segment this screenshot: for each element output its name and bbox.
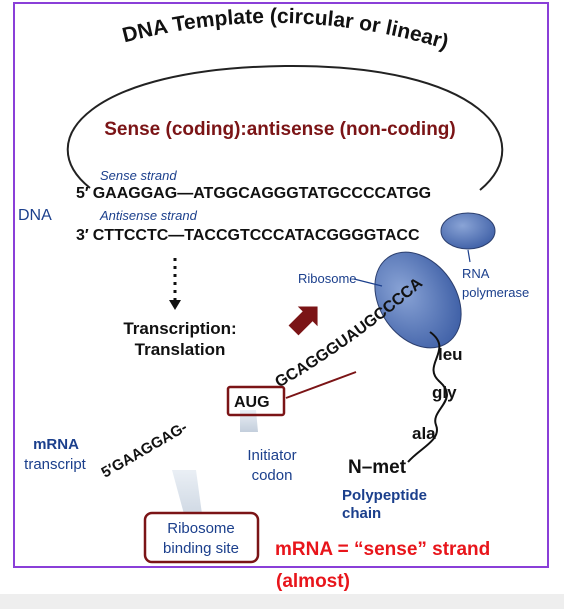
- diagram-frame: [13, 2, 549, 568]
- rna-polymerase-shape: [440, 212, 496, 250]
- sense-antisense-subtitle: Sense (coding):antisense (non-coding): [104, 119, 456, 140]
- bottom-strip: [0, 594, 564, 609]
- sense-strand-note-line1: mRNA = “sense” strand: [275, 539, 490, 560]
- amino-acid-ala: ala: [412, 424, 436, 443]
- initiator-codon-label-line1: Initiator: [247, 447, 296, 464]
- initiator-codon-label-line2: codon: [252, 467, 293, 484]
- polypeptide-label-line2: chain: [342, 505, 381, 522]
- sense-strand-label: Sense strand: [100, 168, 177, 183]
- dotted-arrow-head: [169, 300, 181, 310]
- n-met-label: N–met: [348, 457, 407, 478]
- start-codon-text: AUG: [234, 394, 270, 411]
- initiator-codon-beam: [240, 410, 258, 432]
- ribosome-binding-site-line1: Ribosome: [167, 520, 235, 537]
- translation-label: Translation: [135, 340, 226, 359]
- rna-polymerase-label-line1: RNA: [462, 266, 490, 281]
- amino-acid-leu: leu: [438, 345, 463, 364]
- diagram-title: DNA Template (circular or linear): [120, 5, 451, 54]
- dna-label: DNA: [18, 207, 52, 224]
- codon-underline: [285, 371, 357, 399]
- ribosome-binding-site-line2: binding site: [163, 540, 239, 557]
- ribosome-label: Ribosome: [298, 271, 357, 286]
- mrna-transcript-label-line2: transcript: [24, 456, 87, 473]
- antisense-strand-label: Antisense strand: [99, 208, 198, 223]
- mrna-transcript-label-line1: mRNA: [33, 436, 79, 453]
- transcription-label: Transcription:: [123, 319, 236, 338]
- polypeptide-label-line1: Polypeptide: [342, 487, 427, 504]
- antisense-strand-sequence: 3′CTTCCTC—TACCGTCCCATACGGGGTACC: [76, 227, 420, 244]
- polypeptide-line: [407, 331, 448, 463]
- rna-polymerase-pointer: [467, 249, 471, 263]
- start-codon-box: [226, 385, 286, 417]
- sense-strand-sequence: 5′GAAGGAG—ATGGCAGGGTATGCCCCATGG: [76, 185, 431, 202]
- sense-strand-note-line2: (almost): [276, 571, 350, 592]
- ribosome-binding-site-box: [143, 511, 260, 564]
- ribosome-pointer: [353, 278, 383, 287]
- ribosome-shape: [374, 251, 462, 349]
- rna-polymerase-label-line2: polymerase: [462, 285, 529, 300]
- amino-acid-gly: gly: [432, 383, 457, 402]
- plasmid-loop: [66, 64, 504, 191]
- direction-arrow: [288, 306, 318, 336]
